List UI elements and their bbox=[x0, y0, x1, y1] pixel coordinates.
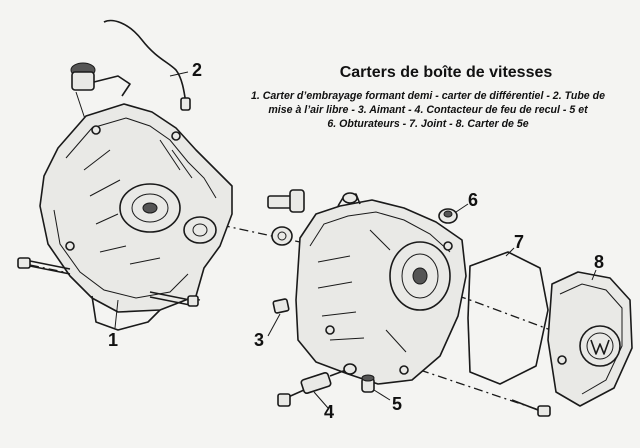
magnet bbox=[272, 298, 290, 314]
callout-3: 3 bbox=[254, 330, 265, 350]
reverse-light-switch bbox=[277, 363, 357, 407]
plug-6 bbox=[438, 208, 458, 224]
callout-1: 1 bbox=[108, 330, 119, 350]
callout-5: 5 bbox=[392, 394, 403, 414]
gearbox-casing bbox=[295, 192, 467, 385]
leader-line-2 bbox=[169, 71, 189, 77]
caption-line-3: 6. Obturateurs - 7. Joint - 8. Carter de… bbox=[327, 118, 529, 130]
housing-bolt-left bbox=[17, 257, 71, 275]
callout-4: 4 bbox=[324, 402, 335, 422]
housing-bolt-lower bbox=[149, 291, 199, 307]
leader-line-7 bbox=[505, 247, 515, 257]
callout-7: 7 bbox=[514, 232, 525, 252]
leader-line-3 bbox=[267, 313, 281, 337]
callout-2: 2 bbox=[192, 60, 203, 80]
leader-line-4 bbox=[313, 391, 329, 409]
leader-line-5 bbox=[373, 389, 391, 401]
diagram-caption: 1. Carter d’embrayage formant demi - car… bbox=[222, 89, 634, 131]
breather-tube bbox=[103, 19, 191, 111]
cover-bolt bbox=[511, 399, 551, 417]
caption-line-1: 1. Carter d’embrayage formant demi - car… bbox=[250, 90, 606, 102]
leader-line-8 bbox=[591, 269, 597, 281]
gasket bbox=[467, 251, 549, 385]
diagram-title: Carters de boîte de vitesses bbox=[339, 64, 553, 81]
clutch-housing bbox=[39, 103, 233, 331]
fifth-gear-cover bbox=[547, 271, 633, 407]
callout-6: 6 bbox=[468, 190, 479, 210]
leader-line-6 bbox=[455, 203, 469, 213]
callout-8: 8 bbox=[594, 252, 605, 272]
plug-near-housing bbox=[267, 189, 305, 246]
caption-line-2: mise à l’air libre - 3. Aimant - 4. Cont… bbox=[268, 104, 588, 116]
leader-line-1 bbox=[114, 299, 119, 329]
plug-5 bbox=[361, 374, 375, 393]
